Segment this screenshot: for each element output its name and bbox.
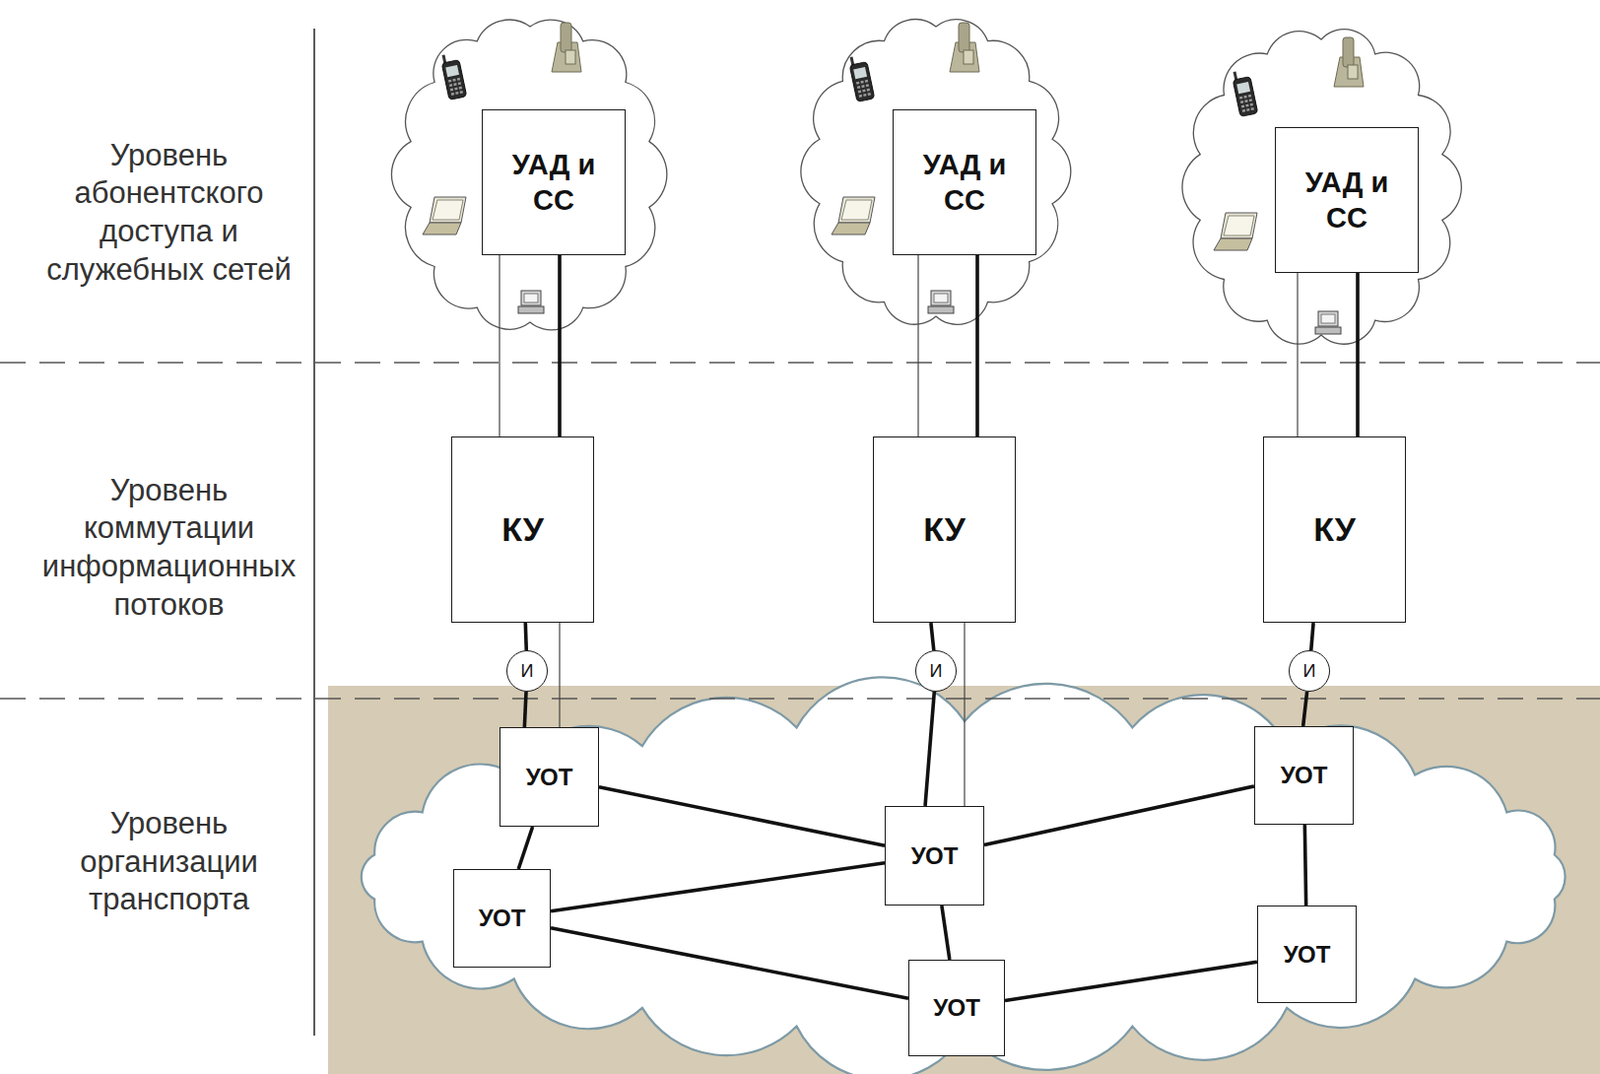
node-text: КУ [501, 508, 544, 551]
node-text: И [930, 660, 943, 683]
laptop-icon [1213, 212, 1258, 251]
cloud-outline [1182, 29, 1462, 345]
desk-phone-icon [1333, 37, 1364, 87]
cloud-outline [391, 19, 667, 331]
access-network-box: УАД и СС [1274, 127, 1419, 273]
mobile-phone-icon [1231, 68, 1259, 118]
node-text: КУ [923, 508, 966, 551]
node-text: УАД и СС [1292, 164, 1401, 237]
connector-line [931, 622, 934, 651]
transport-node-box: УОТ [884, 805, 985, 906]
node-text: УАД и СС [910, 146, 1019, 219]
node-text: УОТ [933, 993, 981, 1023]
computer-icon [1315, 311, 1341, 334]
connector-line [523, 622, 529, 651]
switching-node-box: КУ [872, 436, 1016, 623]
node-text: УАД и СС [499, 146, 608, 219]
transport-node-box: УОТ [1257, 905, 1357, 1003]
level-axis [313, 28, 316, 1036]
connector-line [558, 622, 560, 728]
node-text: УОТ [526, 762, 574, 793]
interface-circle: И [1288, 650, 1331, 692]
connector-line [1296, 272, 1298, 437]
cloud-outline [800, 19, 1071, 326]
level-divider [0, 361, 1600, 364]
connector-line [524, 691, 527, 728]
connector-line [550, 863, 885, 912]
connector-line [599, 787, 885, 846]
cloud-outline [361, 676, 1566, 1074]
level-name: Уровень абонентского доступа и служебных… [33, 136, 305, 290]
connector-line [1303, 691, 1308, 727]
connector-line [963, 622, 965, 806]
connector-line [550, 928, 909, 1000]
computer-icon [518, 290, 544, 314]
connector-line [498, 255, 500, 437]
transport-node-box: УОТ [499, 727, 600, 827]
level-divider [0, 697, 1600, 700]
switching-node-box: КУ [1263, 436, 1406, 623]
access-network-box: УАД и СС [892, 109, 1037, 256]
connector-line [557, 255, 562, 437]
laptop-icon [831, 197, 875, 235]
mobile-phone-icon [440, 52, 467, 101]
access-network-box: УАД и СС [481, 109, 626, 256]
node-text: УОТ [1283, 939, 1332, 970]
connector-line [984, 786, 1255, 846]
desk-phone-icon [949, 22, 980, 72]
switching-node-box: КУ [451, 436, 595, 623]
transport-node-box: УОТ [908, 959, 1005, 1057]
connector-line [1004, 961, 1258, 1000]
node-text: УОТ [478, 903, 527, 934]
connector-line [917, 255, 919, 437]
interface-circle: И [506, 650, 548, 692]
node-text: И [521, 660, 534, 683]
connector-line [975, 255, 980, 437]
interface-circle: И [915, 650, 957, 692]
connector-line [1311, 622, 1314, 651]
computer-icon [928, 290, 954, 314]
transport-node-box: УОТ [453, 868, 551, 968]
connector-line [941, 905, 950, 960]
laptop-icon [422, 197, 467, 235]
level-name: Уровень организации транспорта [33, 804, 305, 920]
mobile-phone-icon [848, 54, 875, 103]
node-text: УОТ [911, 841, 959, 871]
connector-line [1355, 272, 1360, 437]
connector-line [925, 691, 934, 806]
connector-line [1304, 824, 1306, 906]
node-text: КУ [1313, 508, 1356, 551]
connector-line [518, 826, 533, 869]
transport-node-box: УОТ [1254, 726, 1354, 825]
desk-phone-icon [551, 22, 582, 72]
node-text: УОТ [1280, 760, 1329, 791]
node-text: И [1303, 660, 1317, 683]
level-name: Уровень коммутации информационных потоко… [33, 471, 305, 625]
